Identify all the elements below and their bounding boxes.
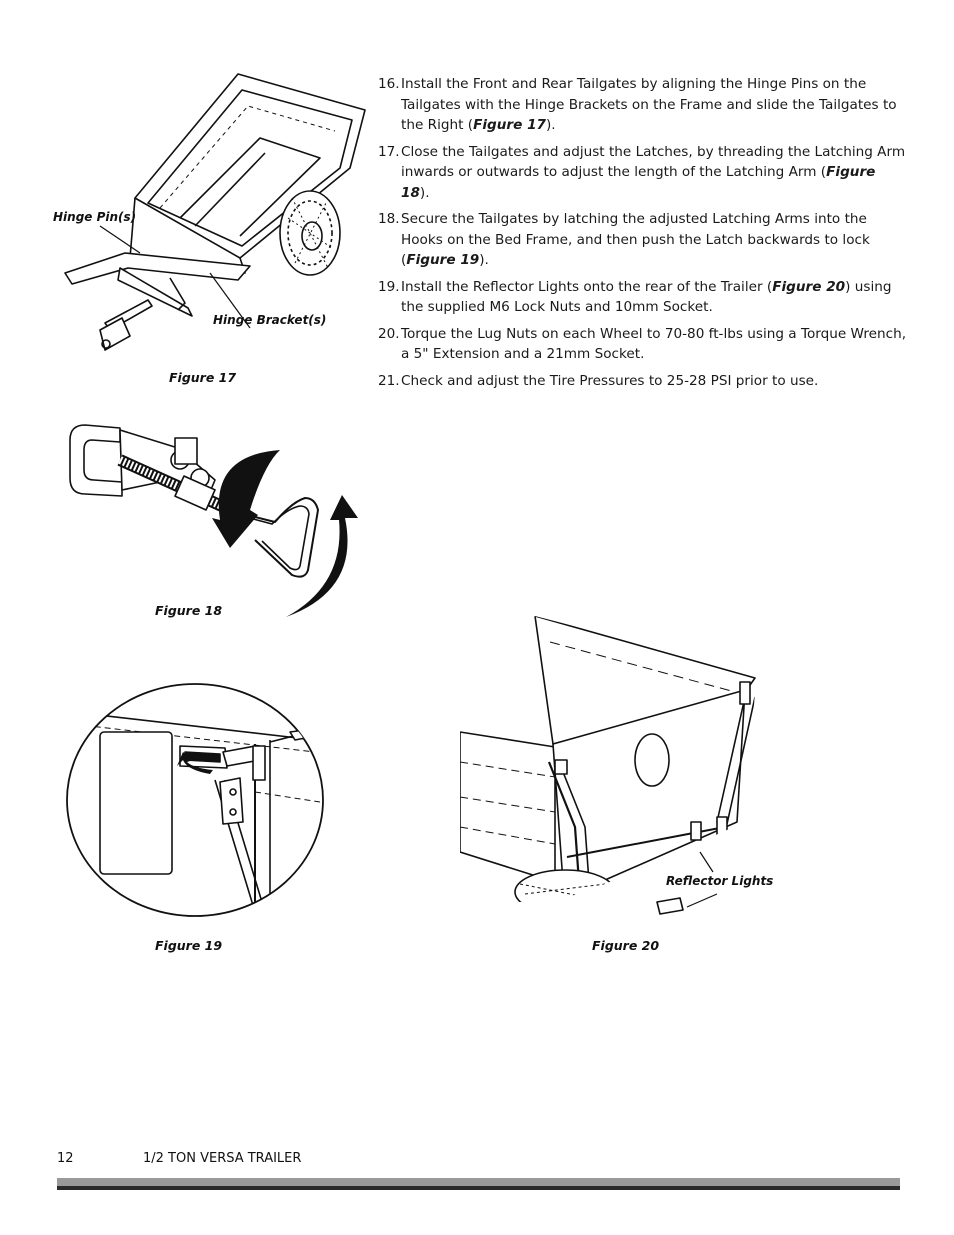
step-item: 18.Secure the Tailgates by latching the … [378,209,908,271]
step-text: Close the Tailgates and adjust the Latch… [401,143,906,181]
step-number: 17. [378,143,400,160]
step-item: 17.Close the Tailgates and adjust the La… [378,142,908,204]
figure-reference: Figure 18 [401,164,876,201]
step-item: 20.Torque the Lug Nuts on each Wheel to … [378,324,908,365]
figure-18-illustration [60,420,380,625]
footer-rule [57,1178,900,1190]
step-text-end: ) using the supplied M6 Lock Nuts and 10… [401,278,892,316]
step-text: Torque the Lug Nuts on each Wheel to 70-… [401,325,907,363]
figure-reference: Figure 20 [772,278,846,295]
figure-17-illustration [60,68,380,368]
figure-20-caption: Figure 20 [592,938,660,953]
step-text-end: ). [546,117,556,133]
callout-hinge-pins: Hinge Pin(s) [53,210,137,224]
figure-reference: Figure 19 [406,252,480,268]
step-item: 21.Check and adjust the Tire Pressures t… [378,371,908,392]
figure-18-caption: Figure 18 [155,603,223,618]
step-text: Install the Reflector Lights onto the re… [401,278,773,295]
step-number: 18. [378,211,400,227]
step-item: 19.Install the Reflector Lights onto the… [378,277,908,318]
figure-19-illustration [55,682,335,927]
step-text: Secure the Tailgates by latching the adj… [401,211,870,268]
callout-hinge-brackets: Hinge Bracket(s) [213,313,327,327]
page-number: 12 [57,1151,74,1166]
figure-20-illustration [455,612,765,922]
step-number: 21. [378,372,400,389]
figure-19-caption: Figure 19 [155,938,223,953]
callout-reflector-lights: Reflector Lights [666,874,774,888]
step-number: 16. [378,76,400,92]
step-text: Check and adjust the Tire Pressures to 2… [401,372,819,389]
step-text-end: ). [419,184,430,201]
step-number: 19. [378,278,400,295]
step-text: Install the Front and Rear Tailgates by … [401,76,897,133]
figure-reference: Figure 17 [473,117,546,133]
figure-17-caption: Figure 17 [169,370,237,385]
assembly-steps-list: 16.Install the Front and Rear Tailgates … [378,74,908,397]
step-number: 20. [378,325,400,342]
document-title: 1/2 TON VERSA TRAILER [143,1151,302,1166]
page-footer: 12 1/2 TON VERSA TRAILER [57,1151,301,1166]
step-item: 16.Install the Front and Rear Tailgates … [378,74,908,136]
step-text-end: ). [479,252,489,268]
